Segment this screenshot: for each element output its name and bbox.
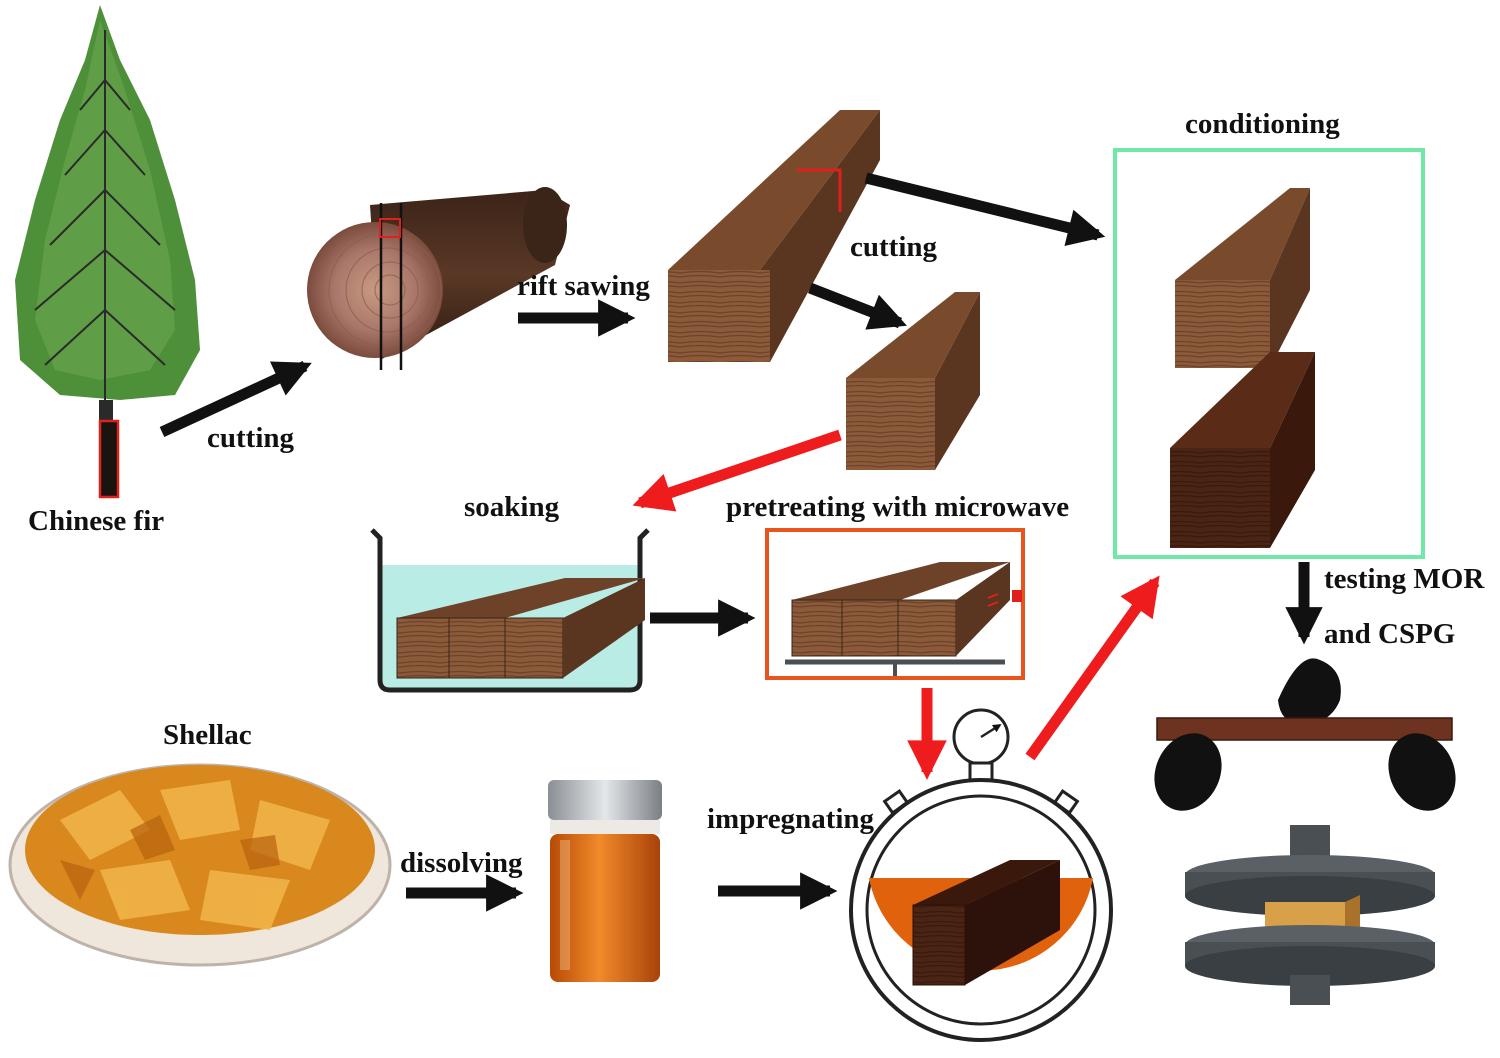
label-soaking: soaking [464,491,560,523]
label-cutting-1: cutting [207,422,294,454]
arrow-timber-to-short [808,282,907,330]
label-impregnating: impregnating [707,803,875,835]
compression-test-icon [1185,825,1435,1005]
label-dissolving: dissolving [400,847,523,879]
conditioning-frame [1113,148,1425,559]
conditioned-specimen-light [1175,188,1310,368]
label-testing-mor: testing MOR [1324,563,1485,595]
label-cutting-2: cutting [850,231,937,263]
bending-test-icon [1154,658,1456,811]
conditioned-specimen-dark [1170,352,1315,548]
jar-icon [548,780,662,982]
arrow-timber-to-conditioning [864,172,1106,247]
timber-icon-short [846,292,980,470]
label-chinese-fir: Chinese fir [28,505,165,537]
tree-icon [15,5,200,499]
stopwatch-icon [849,708,1113,1042]
arrow-tree-to-log [159,361,312,437]
beaker-icon [370,528,650,693]
arrow-impregnation-to-conditioning [1025,575,1160,761]
arrow-short-to-soaking [632,429,842,512]
flow-arrows [159,172,1323,912]
label-pretreating: pretreating with microwave [726,491,1070,523]
label-rift-sawing: rift sawing [517,270,650,302]
shellac-dish-icon [8,763,392,967]
label-shellac: Shellac [163,719,252,751]
timber-icon-long [668,110,880,362]
microwave-icon [765,528,1025,680]
log-icon [307,187,570,370]
label-and-cspg: and CSPG [1324,618,1456,650]
label-conditioning: conditioning [1185,108,1340,140]
